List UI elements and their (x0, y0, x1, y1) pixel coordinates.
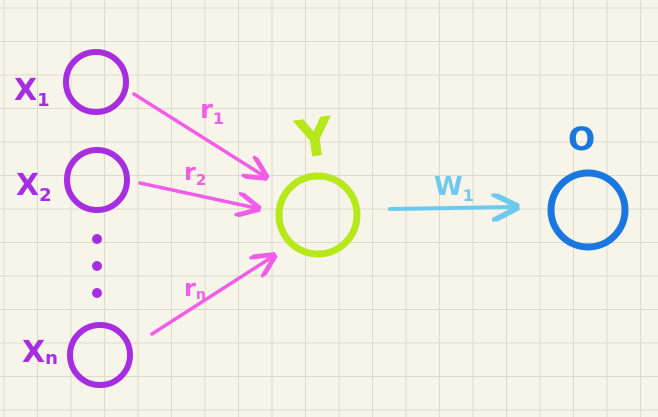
ellipsis-dot (92, 234, 102, 244)
output-node-o (547, 169, 629, 251)
input-node-x2 (64, 147, 130, 213)
edge-r2 (138, 181, 256, 208)
label-x2: X2 (16, 168, 52, 206)
label-y: Y (291, 106, 339, 171)
input-node-x1 (63, 49, 129, 115)
label-r2: r2 (184, 158, 206, 189)
edge-rn (150, 257, 272, 336)
input-node-xn (67, 322, 133, 388)
label-x1: X1 (14, 73, 50, 111)
label-r1: r1 (200, 95, 224, 128)
label-rn: rn (184, 274, 206, 303)
label-w1: W1 (434, 172, 474, 205)
hidden-node-y (275, 172, 361, 258)
label-o: O (568, 120, 595, 158)
edge-w1 (388, 207, 514, 209)
ellipsis-dot (92, 288, 102, 298)
label-xn: Xn (22, 335, 58, 370)
ellipsis-dot (92, 261, 102, 271)
edge-r1 (132, 92, 264, 176)
